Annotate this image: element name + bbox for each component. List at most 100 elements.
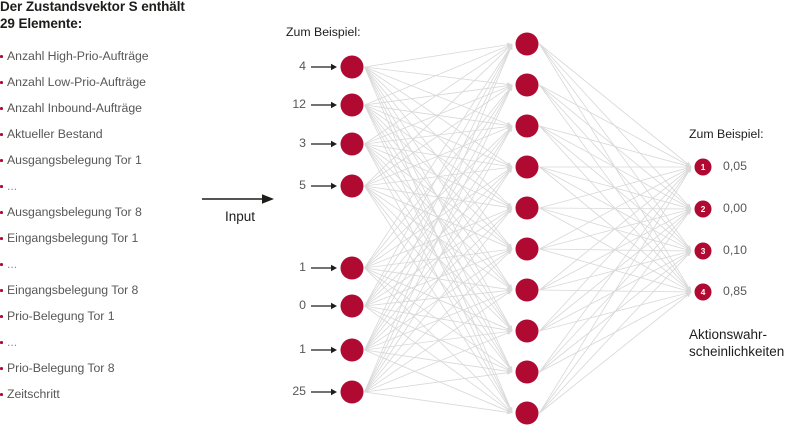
input-value-label: 5 bbox=[299, 178, 306, 192]
list-item: Eingangsbelegung Tor 1 bbox=[0, 225, 215, 251]
list-item: ... bbox=[0, 329, 215, 355]
edge-arrowhead bbox=[686, 251, 692, 257]
edge bbox=[364, 129, 511, 393]
edge bbox=[539, 166, 689, 250]
edge-arrowhead bbox=[685, 292, 692, 298]
edge bbox=[364, 267, 509, 330]
edge-arrowhead bbox=[507, 167, 513, 173]
edge bbox=[364, 47, 512, 393]
edge bbox=[364, 47, 512, 351]
edge bbox=[364, 46, 510, 187]
edge-arrowhead bbox=[506, 370, 513, 375]
edge bbox=[539, 169, 689, 291]
list-item: Prio-Belegung Tor 8 bbox=[0, 355, 215, 381]
output-node bbox=[694, 200, 712, 218]
input-value-label: 4 bbox=[299, 59, 306, 73]
edge bbox=[539, 169, 690, 373]
edge bbox=[539, 84, 690, 290]
edge-arrowhead bbox=[506, 410, 513, 415]
edge bbox=[539, 207, 688, 251]
edge bbox=[364, 267, 510, 371]
input-node bbox=[340, 380, 364, 404]
input-node bbox=[340, 338, 364, 362]
edge-arrowhead bbox=[507, 126, 513, 132]
edge bbox=[364, 305, 509, 331]
edge bbox=[364, 291, 510, 393]
input-feed-arrowhead bbox=[331, 101, 337, 109]
edge-arrowhead bbox=[507, 249, 513, 255]
edge bbox=[364, 143, 509, 167]
edge bbox=[364, 128, 511, 307]
edge bbox=[364, 210, 511, 393]
edge bbox=[364, 47, 511, 307]
edge bbox=[364, 129, 511, 351]
input-feed-arrowhead bbox=[331, 388, 337, 396]
edge bbox=[364, 44, 509, 68]
edge-arrowhead bbox=[686, 209, 692, 215]
list-item: Ausgangsbelegung Tor 8 bbox=[0, 199, 215, 225]
edge bbox=[364, 185, 509, 208]
edge bbox=[539, 251, 688, 291]
input-node bbox=[340, 93, 364, 117]
input-node bbox=[340, 132, 364, 156]
edge-arrowhead bbox=[506, 290, 513, 295]
edge bbox=[539, 125, 689, 208]
edge bbox=[539, 168, 689, 250]
edges-hidden-to-output bbox=[539, 43, 692, 414]
edge bbox=[364, 169, 510, 307]
hidden-node bbox=[515, 155, 539, 179]
edge bbox=[539, 294, 689, 414]
edges-input-to-hidden bbox=[364, 42, 513, 415]
output-node bbox=[694, 283, 712, 301]
edge bbox=[539, 248, 688, 252]
edge bbox=[539, 207, 689, 291]
edge bbox=[364, 45, 509, 106]
edge bbox=[539, 248, 688, 292]
output-example-label: Zum Beispiel: bbox=[689, 127, 764, 141]
edge bbox=[364, 86, 510, 187]
list-item: Anzahl Inbound-Aufträge bbox=[0, 95, 215, 121]
edge bbox=[539, 166, 689, 290]
page-title: Der Zustandsvektor S enthält 29 Elemente… bbox=[0, 0, 185, 31]
input-feed-arrowhead bbox=[331, 302, 337, 310]
input-node bbox=[340, 174, 364, 198]
edge-arrowhead bbox=[508, 44, 513, 50]
edge bbox=[364, 209, 510, 307]
edge bbox=[364, 143, 509, 207]
edge bbox=[364, 250, 510, 351]
edge-arrowhead bbox=[508, 85, 513, 91]
list-item: Prio-Belegung Tor 1 bbox=[0, 303, 215, 329]
edge bbox=[364, 143, 510, 248]
output-probability-label: 0,10 bbox=[723, 243, 747, 257]
edge bbox=[364, 267, 510, 411]
hidden-node bbox=[515, 73, 539, 97]
edge bbox=[364, 290, 509, 307]
edge bbox=[364, 185, 509, 248]
hidden-node bbox=[515, 237, 539, 261]
input-layer-nodes bbox=[340, 55, 364, 404]
input-value-label: 12 bbox=[292, 97, 306, 111]
edge bbox=[364, 291, 509, 351]
input-feed-arrowhead bbox=[331, 346, 337, 354]
output-probability-label: 0,00 bbox=[723, 201, 747, 215]
output-layer-nodes bbox=[694, 158, 712, 301]
list-item: Anzahl Low-Prio-Aufträge bbox=[0, 69, 215, 95]
output-caption: Aktionswahr- scheinlichkeiten bbox=[689, 327, 785, 359]
input-arrow-label: Input bbox=[224, 209, 256, 224]
hidden-node bbox=[515, 196, 539, 220]
input-node bbox=[340, 55, 364, 79]
edge bbox=[539, 293, 689, 373]
input-value-arrows bbox=[311, 63, 337, 396]
hidden-node bbox=[515, 319, 539, 343]
edge bbox=[539, 167, 688, 209]
edge bbox=[364, 143, 511, 329]
edge bbox=[364, 47, 511, 269]
hidden-node bbox=[515, 401, 539, 425]
edge bbox=[364, 251, 510, 393]
edge bbox=[364, 143, 511, 369]
edge bbox=[364, 143, 511, 410]
edge bbox=[539, 84, 689, 166]
edge bbox=[539, 169, 690, 332]
